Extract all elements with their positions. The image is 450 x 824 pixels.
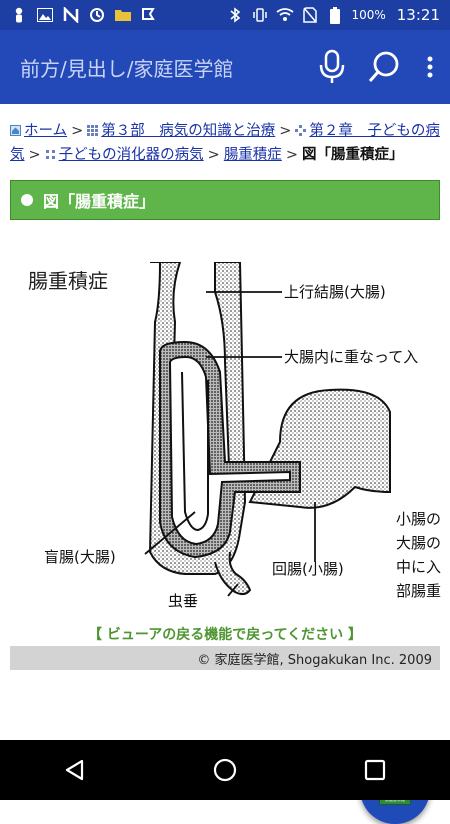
home-circle-icon	[213, 758, 237, 782]
home-button[interactable]	[195, 740, 255, 800]
back-triangle-icon	[65, 759, 84, 781]
label-cecum: 盲腸(大腸)	[44, 548, 116, 566]
figure-title: 腸重積症	[28, 269, 108, 293]
status-bar: 100% 13:21	[0, 0, 450, 30]
page-title: 前方/見出し/家庭医学館	[20, 56, 234, 81]
bullet-icon	[21, 194, 33, 206]
breadcrumb: ホーム>第３部 病気の知識と治療>第２章 子どもの病気>子どもの消化器の病気>腸…	[10, 119, 440, 167]
bluetooth-icon	[226, 6, 244, 24]
breadcrumb-separator: >	[28, 147, 41, 163]
more-vertical-icon	[427, 56, 433, 78]
grid-icon	[87, 125, 99, 136]
app-bar: 前方/見出し/家庭医学館	[0, 30, 450, 104]
navigation-bar	[0, 740, 450, 800]
search-icon	[368, 51, 399, 82]
breadcrumb-separator: >	[207, 147, 220, 163]
microphone-icon	[319, 49, 345, 83]
back-button[interactable]	[45, 740, 105, 800]
breadcrumb-section-link[interactable]: 子どもの消化器の病気	[58, 147, 204, 163]
cross-dots-icon	[295, 125, 307, 136]
breadcrumb-home-link[interactable]: ホーム	[24, 123, 68, 139]
copyright-text: © 家庭医学館, Shogakukan Inc. 2009	[197, 652, 432, 668]
label-appendix: 虫垂	[168, 592, 198, 610]
ileum-lumen-shape	[168, 355, 291, 546]
breadcrumb-part-link[interactable]: 第３部 病気の知識と治療	[101, 123, 276, 139]
label-ascending-colon: 上行結腸(大腸)	[284, 283, 386, 301]
battery-icon	[326, 6, 344, 24]
copyright-bar: © 家庭医学館, Shogakukan Inc. 2009	[10, 646, 440, 670]
breadcrumb-separator: >	[285, 147, 298, 163]
image-icon	[36, 6, 54, 24]
breadcrumb-separator: >	[279, 123, 292, 139]
recents-button[interactable]	[345, 740, 405, 800]
back-instruction: 【 ビューアの戻る機能で戻ってください 】	[87, 627, 363, 643]
label-intussuscepted: 大腸内に重なって入	[284, 348, 418, 366]
side-note-line-3: 中に入	[396, 558, 441, 576]
overflow-menu-button[interactable]	[410, 30, 450, 104]
content-area: ホーム>第３部 病気の知識と治療>第２章 子どもの病気>子どもの消化器の病気>腸…	[0, 104, 450, 824]
breadcrumb-chapter-link[interactable]: 第２章 子どもの病気	[10, 123, 440, 163]
home-icon	[10, 125, 21, 136]
breadcrumb-separator: >	[71, 123, 84, 139]
person-icon	[10, 6, 28, 24]
section-title: 図「腸重積症」	[43, 192, 156, 211]
check-flag-icon	[140, 6, 158, 24]
side-note-line-1: 小腸の	[396, 510, 441, 528]
appendix-shape	[214, 551, 252, 596]
clock: 13:21	[396, 6, 440, 24]
side-note-line-4: 部腸重	[396, 582, 441, 600]
four-dots-icon	[45, 150, 55, 159]
label-ileum: 回腸(小腸)	[272, 560, 344, 578]
breadcrumb-current: 図「腸重積症」	[301, 147, 404, 163]
wifi-icon	[276, 6, 294, 24]
side-note-line-2: 大腸の	[396, 534, 441, 552]
section-header: 図「腸重積症」	[10, 180, 440, 220]
no-sim-icon	[301, 6, 319, 24]
intussusception-illustration: 腸重積症 上行結腸(大腸) 大腸内に重なって入 盲腸(大腸) 回腸(小腸) 虫垂…	[28, 262, 441, 610]
sync-icon	[88, 6, 106, 24]
n-app-icon	[62, 6, 80, 24]
folder-icon	[114, 6, 132, 24]
voice-search-button[interactable]	[306, 30, 358, 104]
breadcrumb-article-link[interactable]: 腸重積症	[223, 147, 282, 163]
search-button[interactable]	[358, 30, 410, 104]
recents-square-icon	[364, 759, 386, 781]
battery-percent: 100%	[351, 8, 386, 22]
vibrate-icon	[251, 6, 269, 24]
